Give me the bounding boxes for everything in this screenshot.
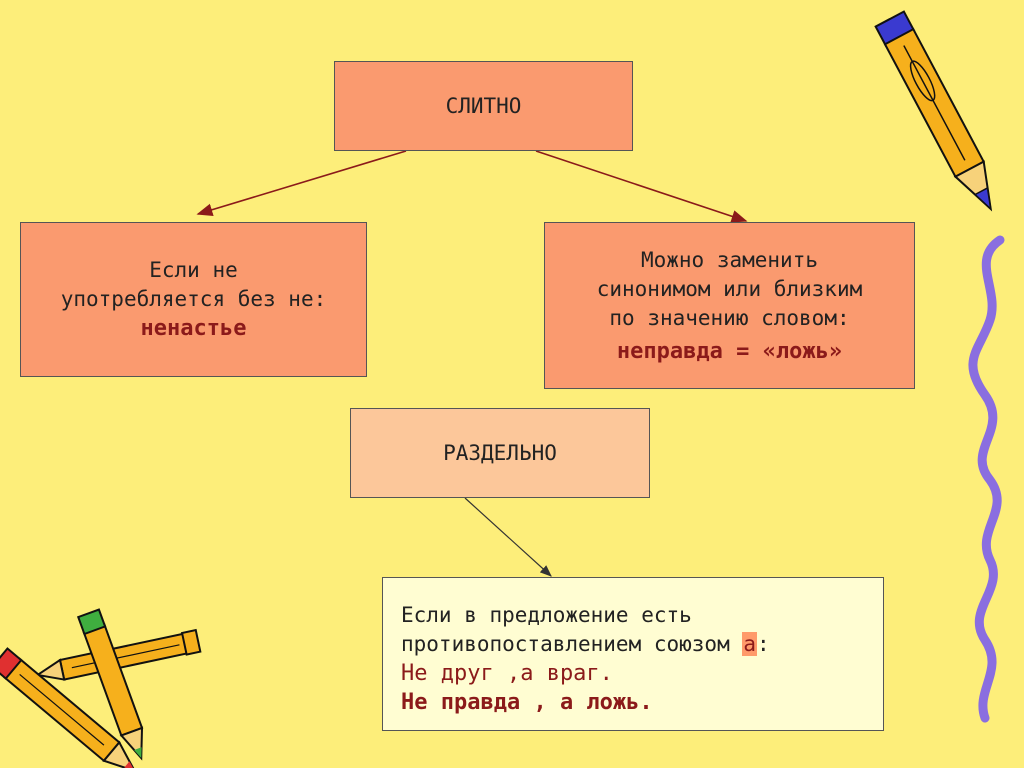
rule-left-example: ненастье: [140, 316, 247, 341]
box-rule-contrast: Если в предложение есть противопоставлен…: [382, 577, 884, 731]
rule-bottom-line2: противопоставлением союзом а:: [401, 630, 770, 659]
box-razdelno-title: РАЗДЕЛЬНО: [443, 440, 557, 465]
rule-right-example: неправда = «ложь»: [616, 338, 843, 364]
pencil-icon: [874, 10, 993, 212]
rule-left-line1: Если не: [149, 258, 238, 282]
arrow-top-to-right: [535, 150, 748, 223]
box-slitno: СЛИТНО: [334, 61, 633, 151]
rule-left-line2: употребляется без не:: [60, 287, 327, 311]
rule-bottom-line2-suffix: :: [757, 632, 770, 656]
rule-bottom-line1: Если в предложение есть: [401, 603, 692, 627]
rule-right-line2: синонимом или близким: [596, 276, 863, 301]
box-rule-not-used-without-ne: Если не употребляется без не: ненастье: [20, 222, 367, 377]
pencils-icon: [0, 608, 202, 768]
rule-bottom-example1: Не друг ,а враг.: [401, 661, 613, 686]
arrow-top-to-left: [196, 150, 407, 216]
rule-bottom-example2: Не правда , а ложь.: [401, 690, 653, 715]
rule-right-line1: Можно заменить: [640, 247, 818, 272]
conjunction-highlight: а: [742, 632, 758, 656]
box-rule-synonym: Можно заменить синонимом или близким по …: [544, 222, 915, 389]
box-razdelno: РАЗДЕЛЬНО: [350, 408, 650, 498]
rule-right-line3: по значению словом:: [609, 305, 850, 330]
squiggle-line: [968, 235, 1005, 723]
arrow-middle-to-bottom: [464, 497, 552, 577]
box-slitno-title: СЛИТНО: [445, 93, 522, 118]
rule-bottom-line2-prefix: противопоставлением союзом: [401, 632, 743, 656]
